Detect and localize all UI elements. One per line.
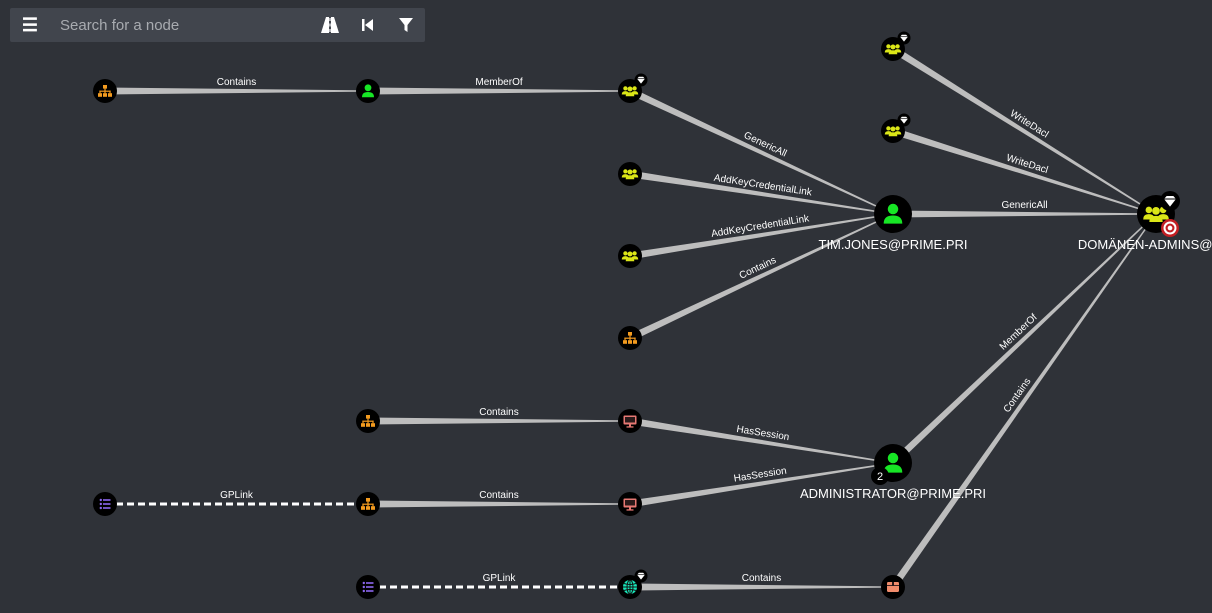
container-icon	[887, 582, 899, 592]
edge-label: Contains	[217, 77, 256, 88]
gpo-node[interactable]	[356, 575, 380, 599]
edge-addkeycredentiallink[interactable]	[629, 213, 894, 260]
ou-icon	[361, 498, 375, 510]
session-count-badge: 2	[871, 467, 889, 485]
filter-icon	[399, 17, 413, 32]
group-icon	[884, 44, 902, 55]
gpo-icon	[99, 498, 111, 510]
domain-icon	[623, 579, 637, 595]
group-node[interactable]: DOMÄNEN-ADMINS@PRI	[1078, 191, 1212, 252]
gem-icon	[897, 113, 911, 127]
edge-contains[interactable]	[368, 500, 630, 508]
container-node[interactable]	[881, 575, 905, 599]
gem-icon	[1160, 191, 1180, 211]
edge-genericall[interactable]	[893, 210, 1156, 218]
edge-hassession[interactable]	[629, 462, 894, 508]
edge-contains[interactable]	[628, 213, 894, 342]
computer-icon	[623, 415, 637, 428]
node-label: ADMINISTRATOR@PRIME.PRI	[800, 486, 986, 501]
edge-label: MemberOf	[475, 77, 522, 88]
domain-node[interactable]	[618, 569, 648, 600]
computer-icon	[623, 498, 637, 511]
search-toolbar: ☰	[10, 8, 425, 42]
group-node[interactable]	[881, 113, 911, 144]
computer-node[interactable]	[618, 492, 642, 516]
filter-button[interactable]	[387, 8, 425, 42]
computer-node[interactable]	[618, 409, 642, 433]
group-node[interactable]	[618, 244, 642, 268]
ou-icon	[361, 415, 375, 427]
group-icon	[621, 86, 639, 97]
user-icon	[883, 203, 903, 224]
node-label: TIM.JONES@PRIME.PRI	[819, 237, 968, 252]
svg-text:2: 2	[877, 471, 883, 483]
edge-label: Contains	[742, 573, 781, 584]
edge-label: Contains	[479, 490, 518, 501]
node-search-input[interactable]	[50, 9, 311, 41]
back-button[interactable]	[349, 8, 387, 42]
gem-icon	[634, 569, 648, 583]
edge-memberof[interactable]	[368, 87, 630, 95]
user-node[interactable]	[356, 79, 380, 103]
gpo-icon	[362, 581, 374, 593]
edge-label: GPLink	[483, 573, 517, 584]
edge-label: GPLink	[220, 490, 254, 501]
menu-button[interactable]: ☰	[10, 8, 50, 42]
edge-contains[interactable]	[105, 87, 368, 95]
node-label: DOMÄNEN-ADMINS@PRI	[1078, 237, 1212, 252]
nodes-layer: TIM.JONES@PRIME.PRI 2ADMINISTRATOR@PRIME.…	[93, 31, 1212, 600]
edge-hassession[interactable]	[629, 417, 894, 464]
pathfinding-button[interactable]	[311, 8, 349, 42]
gem-icon	[634, 73, 648, 87]
road-icon	[321, 17, 339, 33]
group-node[interactable]	[881, 31, 911, 62]
step-back-icon	[362, 19, 373, 31]
user-node[interactable]: TIM.JONES@PRIME.PRI	[819, 195, 968, 252]
ou-icon	[623, 332, 637, 344]
edge-label: Contains	[479, 407, 518, 418]
edge-contains[interactable]	[890, 213, 1157, 590]
gem-icon	[897, 31, 911, 45]
edge-label: GenericAll	[1001, 200, 1047, 211]
ou-icon	[98, 85, 112, 97]
edge-writedacl[interactable]	[891, 127, 1157, 215]
user-icon	[362, 84, 374, 98]
edge-addkeycredentiallink[interactable]	[629, 170, 894, 215]
edge-contains[interactable]	[368, 417, 630, 425]
group-icon	[1143, 206, 1169, 223]
user-icon	[883, 452, 903, 473]
edges-layer	[105, 46, 1157, 591]
edge-contains[interactable]	[630, 583, 893, 591]
group-icon	[621, 169, 639, 180]
ou-node[interactable]	[618, 326, 642, 350]
group-node[interactable]	[618, 73, 648, 104]
edge-writedacl[interactable]	[891, 46, 1157, 215]
gpo-node[interactable]	[93, 492, 117, 516]
group-node[interactable]	[618, 162, 642, 186]
hamburger-icon: ☰	[21, 14, 39, 35]
group-icon	[621, 251, 639, 262]
target-icon	[1161, 219, 1179, 237]
edge-genericall[interactable]	[628, 87, 894, 215]
ou-node[interactable]	[93, 79, 117, 103]
edge-memberof[interactable]	[890, 213, 1157, 466]
group-icon	[884, 126, 902, 137]
ou-node[interactable]	[356, 409, 380, 433]
ou-node[interactable]	[356, 492, 380, 516]
